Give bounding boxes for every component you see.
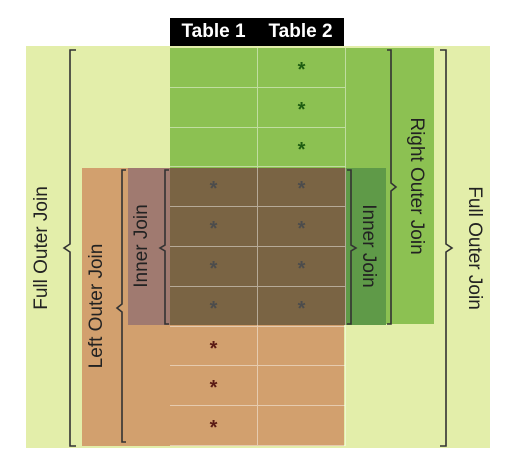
table-cell: * bbox=[170, 366, 258, 407]
table-cell: * bbox=[258, 247, 346, 287]
table-cell: * bbox=[170, 286, 258, 327]
table-cell: * bbox=[258, 286, 346, 327]
inner-right-brace bbox=[347, 169, 358, 325]
label-full-outer-left: Full Outer Join bbox=[31, 186, 52, 310]
right-outer-brace bbox=[387, 49, 398, 325]
table-cell: * bbox=[170, 247, 258, 287]
table-cell bbox=[170, 48, 258, 88]
label-inner-left: Inner Join bbox=[131, 204, 152, 288]
label-left-outer: Left Outer Join bbox=[86, 243, 107, 369]
header-table-2: Table 2 bbox=[268, 21, 333, 42]
inner-overlap-region bbox=[170, 168, 346, 325]
table-cell: * bbox=[170, 406, 258, 446]
table-cell bbox=[258, 326, 346, 367]
table-cell bbox=[258, 406, 346, 446]
label-right-outer: Right Outer Join bbox=[406, 117, 427, 255]
table-cell: * bbox=[170, 326, 258, 367]
table-cell: * bbox=[258, 87, 346, 128]
full-outer-right-brace bbox=[440, 49, 454, 447]
label-full-outer-right: Full Outer Join bbox=[464, 186, 485, 310]
table-cell: * bbox=[170, 207, 258, 247]
label-inner-right: Inner Join bbox=[358, 204, 379, 288]
full-outer-left-brace bbox=[62, 49, 76, 447]
table-cell: * bbox=[258, 48, 346, 88]
table-header: Table 1 Table 2 bbox=[170, 18, 344, 46]
header-table-1: Table 1 bbox=[181, 21, 246, 42]
table-cell: * bbox=[170, 167, 258, 208]
table-cell bbox=[258, 366, 346, 407]
left-outer-brace bbox=[115, 169, 126, 443]
table-cell bbox=[170, 127, 258, 168]
table-cell: * bbox=[258, 207, 346, 247]
table-cell: * bbox=[258, 167, 346, 208]
table-cell bbox=[170, 87, 258, 128]
table-cell: * bbox=[258, 127, 346, 168]
table-grid: ************** bbox=[170, 48, 346, 446]
inner-left-brace bbox=[158, 169, 169, 325]
